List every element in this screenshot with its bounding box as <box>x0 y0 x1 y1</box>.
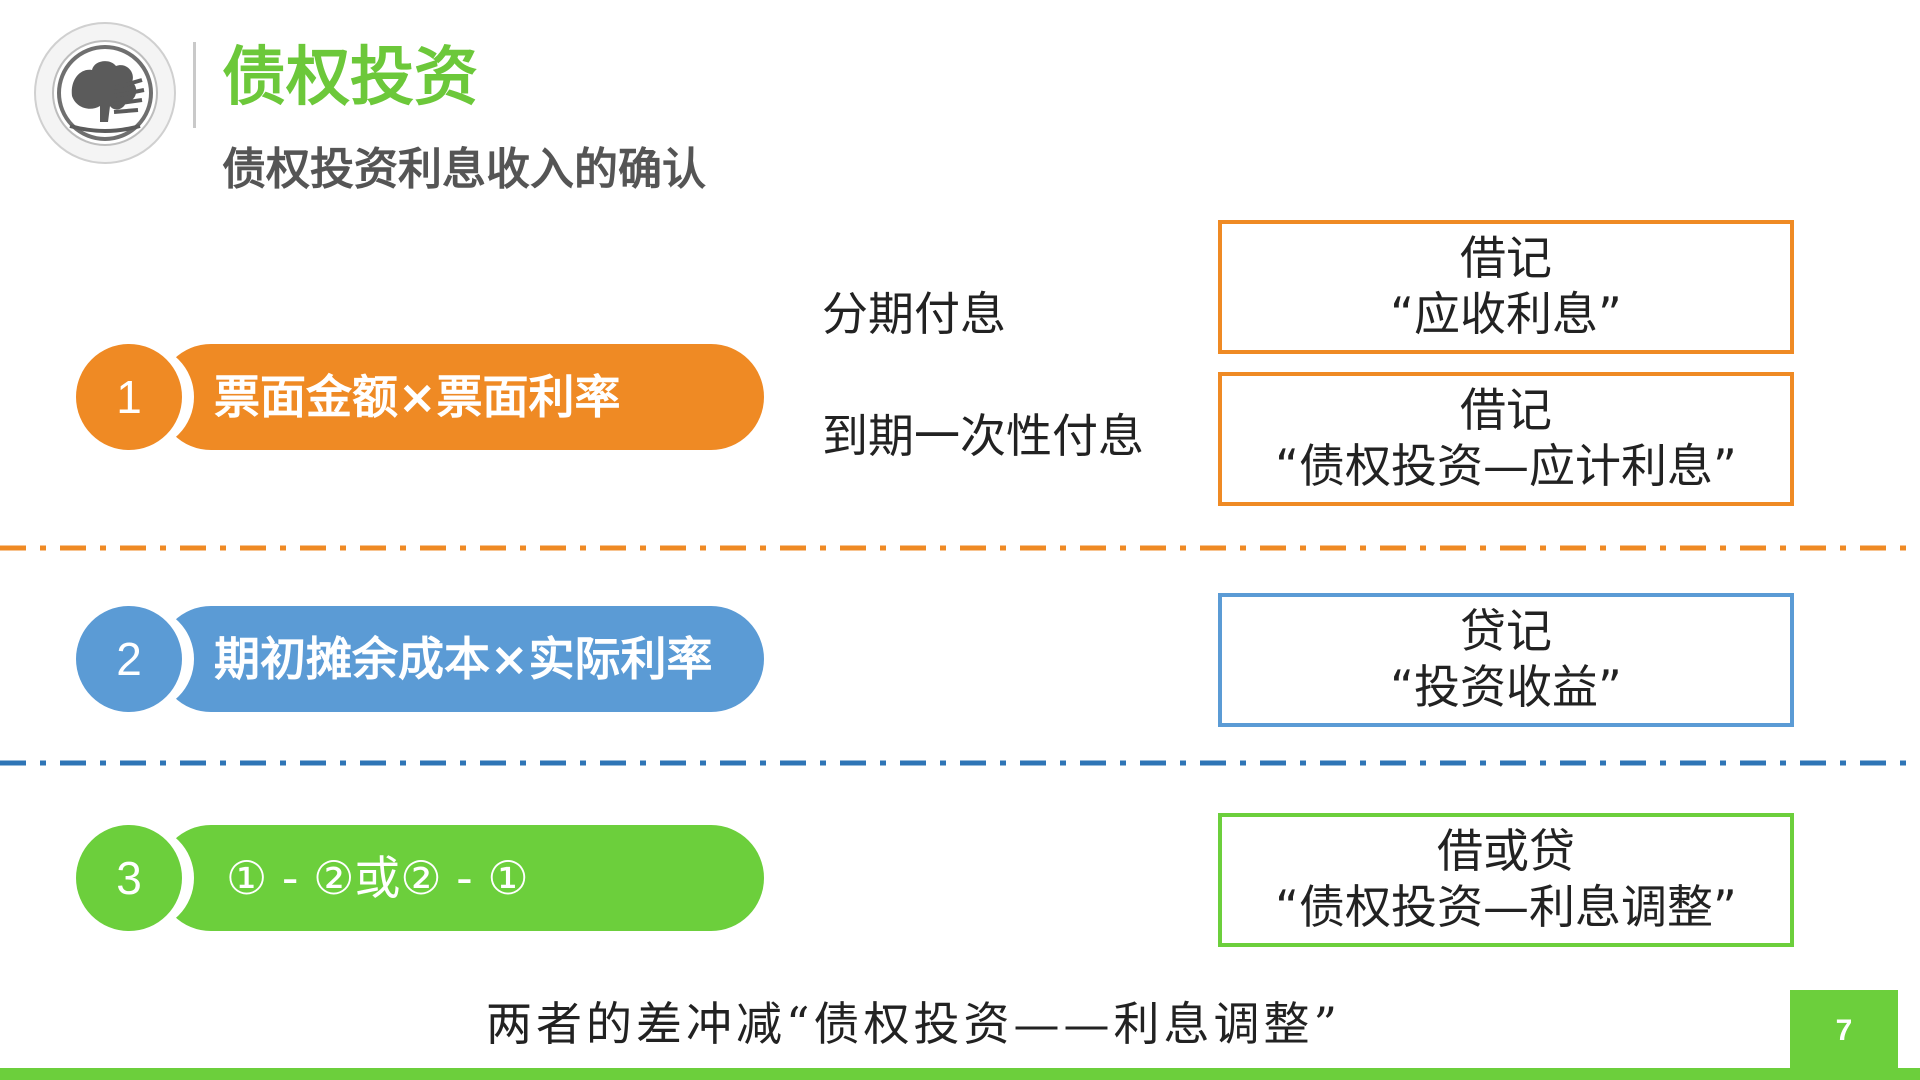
entry-direction: 借记 <box>1460 383 1552 437</box>
entry-account: “应收利息” <box>1390 287 1622 341</box>
formula-pill-1: 1 票面金额×票面利率 <box>76 344 764 450</box>
pill-bar <box>158 825 764 931</box>
entry-account: “债权投资—利息调整” <box>1275 880 1737 934</box>
formula-pill-3: 3 ① - ②或② - ① <box>76 825 764 931</box>
dash-dot-separator-blue <box>0 760 1920 766</box>
slide-title: 债权投资 <box>222 41 478 115</box>
slide-subtitle: 债权投资利息收入的确认 <box>222 144 706 195</box>
entry-direction: 贷记 <box>1460 604 1552 658</box>
entry-box-investment-income: 贷记 “投资收益” <box>1218 593 1794 727</box>
entry-account: “投资收益” <box>1390 660 1622 714</box>
pill-bar <box>158 344 764 450</box>
entry-box-interest-adjustment: 借或贷 “债权投资—利息调整” <box>1218 813 1794 947</box>
dash-dot-separator-orange <box>0 545 1920 551</box>
formula-pill-2: 2 期初摊余成本×实际利率 <box>76 606 764 712</box>
installment-payment-label: 分期付息 <box>822 287 1006 341</box>
formula-text: ① - ②或② - ① <box>226 851 529 905</box>
step-number-badge: 3 <box>76 825 182 931</box>
entry-box-receivable-interest: 借记 “应收利息” <box>1218 220 1794 354</box>
header-divider <box>193 42 196 128</box>
entry-account: “债权投资—应计利息” <box>1275 439 1737 493</box>
step-number-badge: 1 <box>76 344 182 450</box>
entry-box-accrued-interest: 借记 “债权投资—应计利息” <box>1218 372 1794 506</box>
step-number-badge: 2 <box>76 606 182 712</box>
bottom-accent-bar <box>0 1068 1920 1080</box>
formula-text: 票面金额×票面利率 <box>214 370 621 424</box>
formula-text: 期初摊余成本×实际利率 <box>214 632 713 686</box>
entry-direction: 借或贷 <box>1437 824 1575 878</box>
pill-bar <box>158 606 764 712</box>
page-number: 7 <box>1790 990 1898 1072</box>
college-seal-icon <box>30 18 180 168</box>
maturity-payment-label: 到期一次性付息 <box>822 409 1144 463</box>
entry-direction: 借记 <box>1460 231 1552 285</box>
offset-note: 两者的差冲减“债权投资——利息调整” <box>486 997 1342 1051</box>
